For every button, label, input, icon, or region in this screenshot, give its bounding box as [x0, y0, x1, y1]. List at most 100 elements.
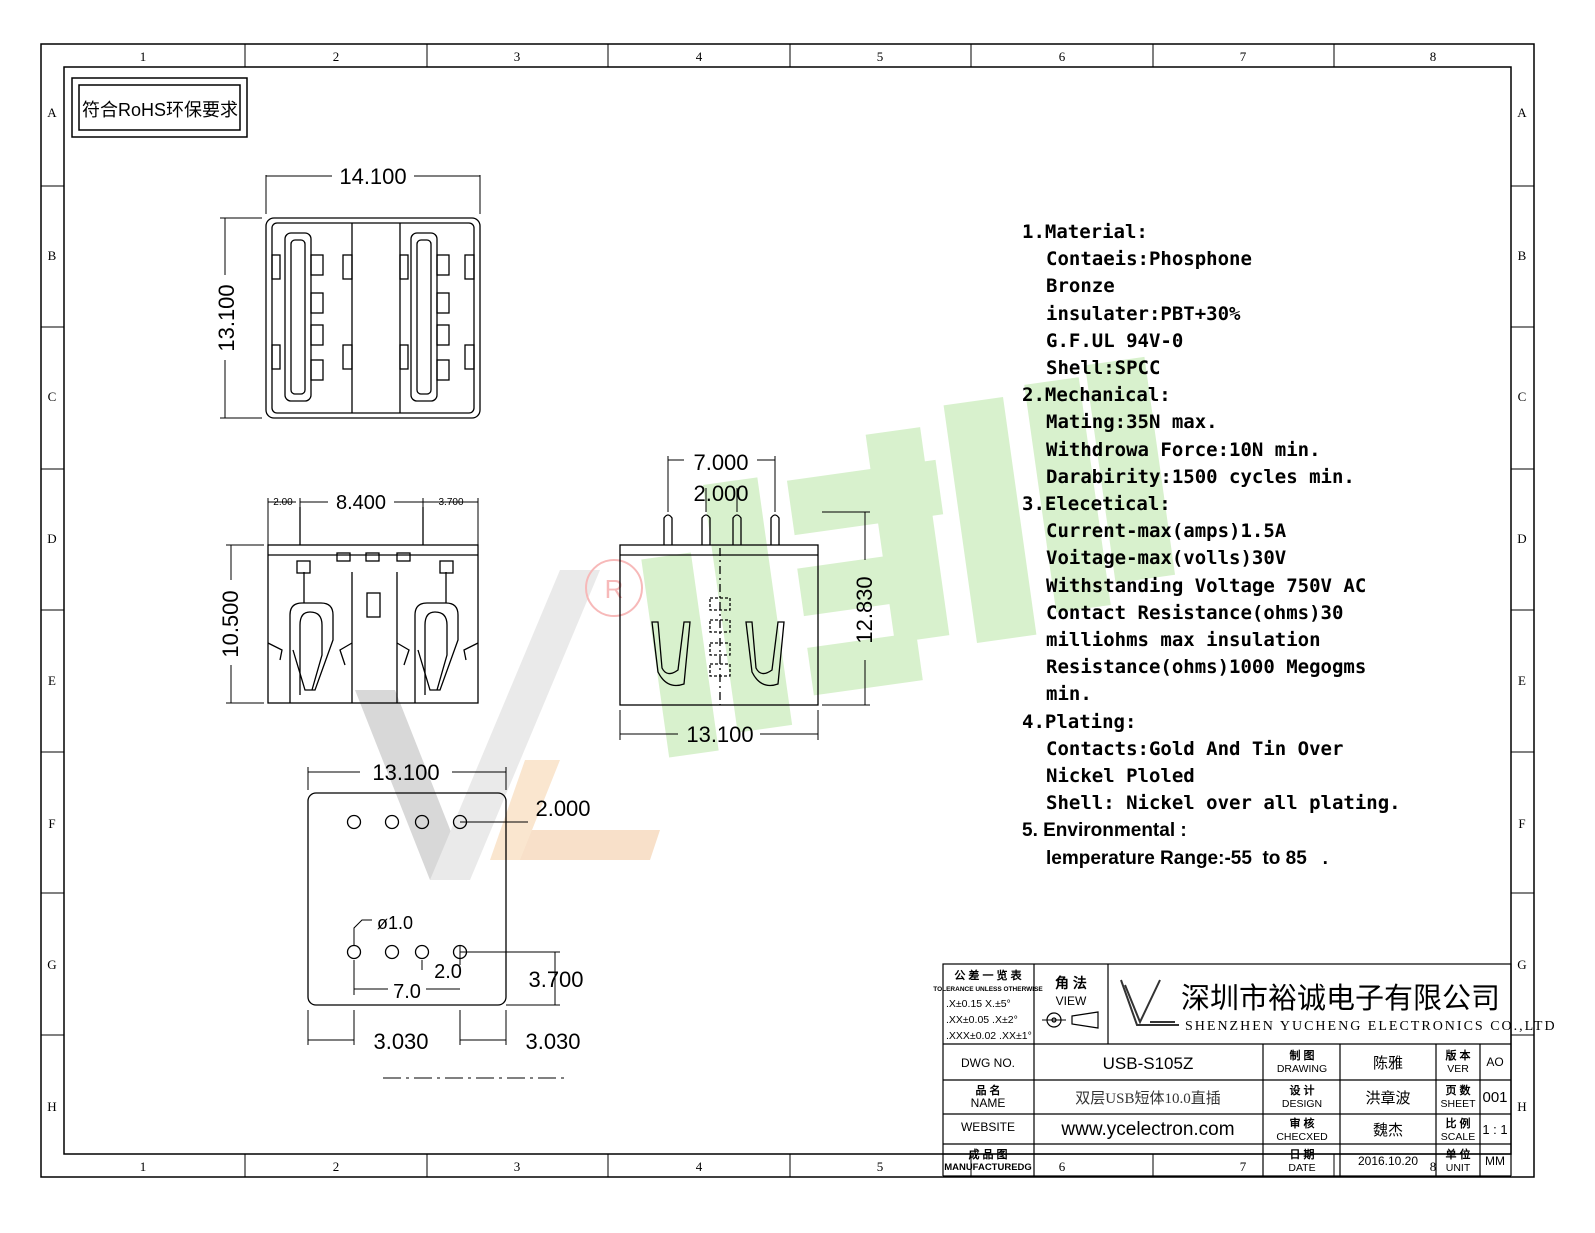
company-logo-icon — [1120, 979, 1179, 1026]
scale-value: 1 : 1 — [1482, 1122, 1507, 1137]
spec-heading: 4.Plating: — [1022, 710, 1137, 733]
col-label: 2 — [333, 49, 340, 64]
tolerance-row: .X±0.15 X.±5° — [946, 998, 1011, 1010]
spec-line: Mating:35N max. — [1046, 411, 1218, 434]
side-view — [619, 456, 870, 740]
product-name-value: 双层USB短体10.0直插 — [1075, 1090, 1220, 1107]
rohs-label: 符合RoHS环保要求 — [82, 100, 238, 120]
drawing-role-cn: 制 图 — [1289, 1048, 1314, 1062]
title-block-text: 公 差 一 览 表 TOLERANCE UNLESS OTHERWISE .X±… — [933, 968, 1557, 1174]
spec-line: Nickel Ploled — [1046, 765, 1195, 788]
col-label: 6 — [1059, 49, 1066, 64]
sheet-label-en: SHEET — [1440, 1098, 1476, 1110]
tolerance-title: 公 差 一 览 表 — [954, 968, 1022, 982]
col-label: 5 — [877, 1159, 884, 1174]
row-label: A — [1517, 105, 1527, 120]
front-view — [226, 498, 479, 704]
spec-line: Darabirity:1500 cycles min. — [1046, 465, 1355, 488]
dim-front-height: 10.500 — [218, 590, 243, 657]
col-label: 7 — [1240, 1159, 1247, 1174]
row-label: E — [1518, 673, 1526, 688]
website-value: www.ycelectron.com — [1060, 1119, 1234, 1140]
design-role-cn: 设 计 — [1289, 1083, 1314, 1097]
name-label-cn: 品 名 — [975, 1083, 1000, 1097]
spec-line: Current-max(amps)1.5A — [1046, 520, 1287, 543]
dim-footprint-row-offset: 2.000 — [535, 796, 590, 821]
spec-line: Shell:SPCC — [1046, 357, 1161, 380]
row-label: H — [1517, 1099, 1526, 1114]
manufactured-label-en: MANUFACTUREDG — [944, 1162, 1032, 1173]
spec-line: milliohms max insulation — [1046, 629, 1321, 652]
spec-heading: 5. Environmental : — [1022, 820, 1187, 842]
col-label: 3 — [514, 49, 521, 64]
spec-line: Contacts:Gold And Tin Over — [1046, 737, 1344, 760]
manufactured-label-cn: 成 品 图 — [968, 1147, 1007, 1161]
spec-line: Withstanding Voltage 750V AC — [1046, 574, 1367, 597]
spec-line: Contact Resistance(ohms)30 — [1046, 601, 1344, 624]
specification-notes: 1.Material: Contaeis:Phosphone Bronze in… — [1022, 219, 1442, 872]
date-role-en: DATE — [1288, 1162, 1315, 1174]
dwg-no-value: USB-S105Z — [1103, 1054, 1194, 1073]
row-label: B — [48, 248, 57, 263]
registered-mark-icon — [585, 559, 643, 617]
date-role-cn: 日 期 — [1289, 1147, 1314, 1161]
spec-line: Bronze — [1046, 275, 1115, 298]
row-label: H — [47, 1099, 56, 1114]
dim-hole-diameter: ø1.0 — [377, 913, 413, 933]
title-block — [942, 963, 1512, 1177]
col-label: 2 — [333, 1159, 340, 1174]
footprint-view — [307, 767, 565, 1079]
scale-label-en: SCALE — [1441, 1131, 1475, 1143]
dim-front-left: 2.00 — [273, 497, 293, 508]
spec-line: min. — [1046, 683, 1092, 706]
row-label: D — [1517, 531, 1526, 546]
col-label: 1 — [140, 49, 147, 64]
company-name-cn: 深圳市裕诚电子有限公司 — [1181, 982, 1500, 1015]
col-label: 3 — [514, 1159, 521, 1174]
spec-line: G.F.UL 94V-0 — [1046, 329, 1184, 352]
spec-heading: 3.Elecetical: — [1022, 493, 1171, 516]
tolerance-subtitle: TOLERANCE UNLESS OTHERWISE — [933, 986, 1043, 993]
spec-heading: 1.Material: — [1022, 221, 1148, 243]
scale-label-cn: 比 例 — [1445, 1116, 1470, 1130]
dim-side-pin-pitch: 2.000 — [693, 481, 748, 506]
row-label: C — [48, 389, 57, 404]
dim-top-width: 14.100 — [339, 164, 406, 189]
col-label: 1 — [140, 1159, 147, 1174]
top-view — [220, 175, 481, 419]
col-label: 5 — [877, 49, 884, 64]
col-label: 7 — [1240, 49, 1247, 64]
spec-line: Withdrowa Force:10N min. — [1046, 438, 1321, 461]
design-role-en: DESIGN — [1282, 1098, 1322, 1110]
checked-role-cn: 审 核 — [1289, 1116, 1314, 1130]
ver-value: AO — [1486, 1055, 1503, 1069]
spec-line: Voitage-max(volls)30V — [1046, 547, 1287, 570]
spec-line: insulater:PBT+30% — [1046, 302, 1241, 325]
spec-line: lemperature Range:-55 to 85 . — [1046, 847, 1328, 869]
spec-line: Resistance(ohms)1000 Megogms — [1046, 656, 1367, 679]
view-label-cn: 角 法 — [1055, 975, 1087, 991]
col-label: 8 — [1430, 49, 1437, 64]
row-label: C — [1518, 389, 1527, 404]
dim-left-margin: 3.030 — [373, 1029, 428, 1054]
dim-footprint-pitch: 2.0 — [434, 961, 462, 983]
spec-line: Shell: Nickel over all plating. — [1046, 792, 1401, 815]
row-label: F — [1518, 816, 1525, 831]
drawing-person: 陈雅 — [1373, 1054, 1403, 1072]
company-name-en: SHENZHEN YUCHENG ELECTRONICS CO.,LTD — [1185, 1019, 1557, 1034]
checked-role-en: CHECXED — [1276, 1131, 1328, 1143]
col-label: 4 — [696, 49, 703, 64]
dim-side-width: 13.100 — [686, 722, 753, 747]
row-label: E — [48, 673, 56, 688]
rohs-box: 符合RoHS环保要求 — [71, 77, 248, 138]
row-label: G — [1517, 957, 1526, 972]
row-label: D — [47, 531, 56, 546]
spec-line: Contaeis:Phosphone — [1046, 248, 1252, 271]
dim-footprint-width: 13.100 — [372, 760, 439, 785]
tolerance-row: .XXX±0.02 .XX±1° — [946, 1030, 1032, 1042]
row-label: F — [48, 816, 55, 831]
dim-right-margin: 3.030 — [525, 1029, 580, 1054]
col-label: 6 — [1059, 1159, 1066, 1174]
col-label: 4 — [696, 1159, 703, 1174]
